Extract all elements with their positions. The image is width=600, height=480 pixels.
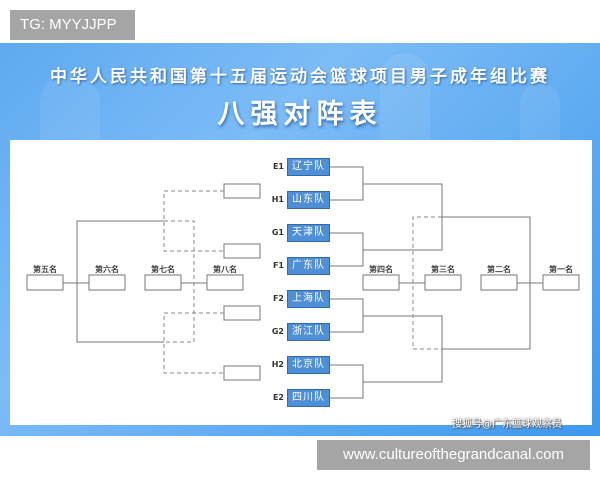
team-box: 辽宁队 — [287, 158, 330, 176]
seed-label: H1 — [271, 195, 284, 204]
place-label-6th: 第六名 — [95, 265, 119, 274]
place-label-2nd: 第二名 — [487, 265, 511, 274]
team-box: 浙江队 — [287, 323, 330, 341]
place-label-4th: 第四名 — [369, 265, 393, 274]
team-box: 山东队 — [287, 191, 330, 209]
team-box: 四川队 — [287, 389, 330, 407]
seed-label: E2 — [272, 393, 284, 402]
place-label-5th: 第五名 — [33, 265, 57, 274]
title-line-2: 八强对阵表 — [217, 99, 383, 130]
watermark-tag: TG: MYYJJPP — [10, 10, 135, 40]
watermark-site: www.cultureofthegrandcanal.com — [317, 440, 590, 470]
place-label-7th: 第七名 — [151, 265, 175, 274]
seed-label: F2 — [272, 294, 284, 303]
seed-label: H2 — [271, 360, 284, 369]
team-box: 天津队 — [287, 224, 330, 242]
team-box: 北京队 — [287, 356, 330, 374]
seed-label: E1 — [272, 162, 284, 171]
place-label-3rd: 第三名 — [431, 265, 455, 274]
title-line-1: 中华人民共和国第十五届运动会篮球项目男子成年组比赛 — [50, 67, 550, 87]
seed-label: G2 — [271, 327, 284, 336]
team-box: 上海队 — [287, 290, 330, 308]
seed-label: G1 — [271, 228, 284, 237]
place-label-1st: 第一名 — [549, 265, 573, 274]
place-label-8th: 第八名 — [213, 265, 237, 274]
seed-label: F1 — [272, 261, 284, 270]
team-box: 广东队 — [287, 257, 330, 275]
source-credit: 搜狐号@广东篮球观察员 — [452, 419, 562, 430]
